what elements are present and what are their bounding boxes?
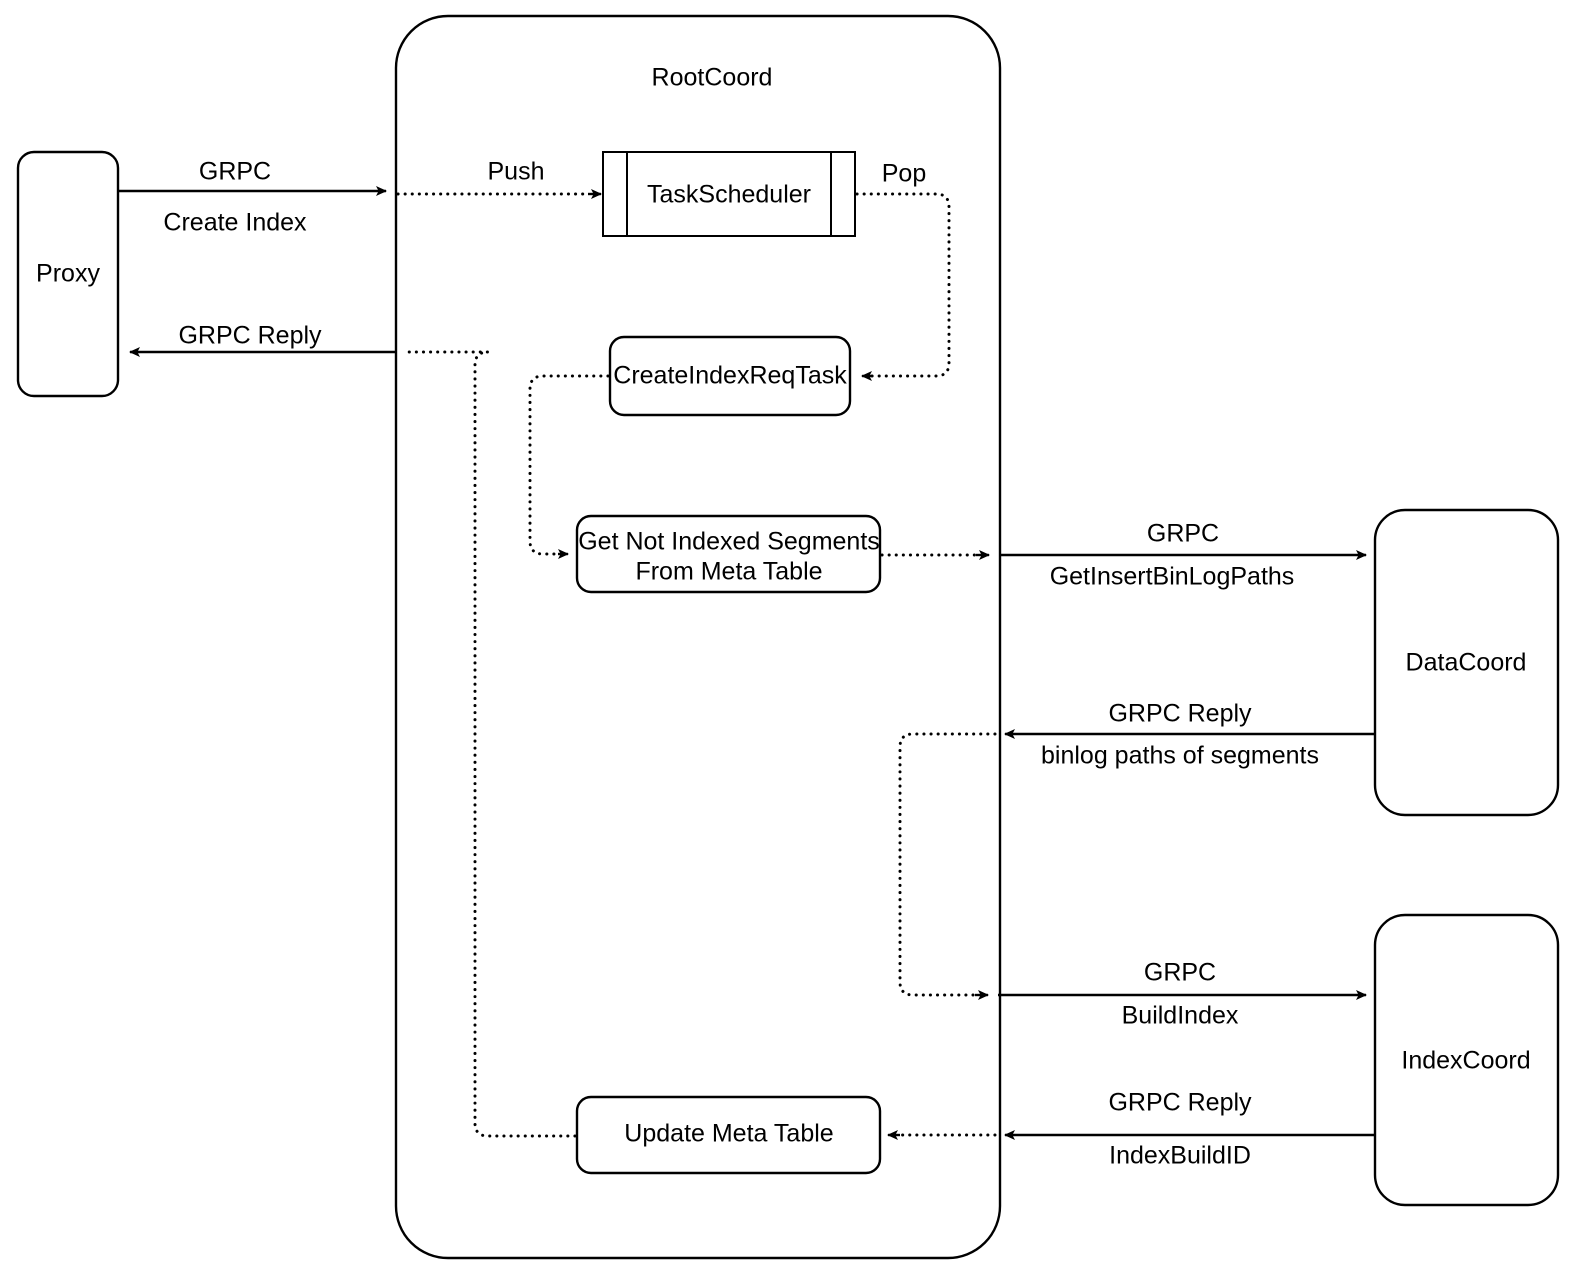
edge-label-grpc-create-index-bottom: Create Index xyxy=(163,209,307,237)
edge-label-grpc-getinsertbinlogpaths-bottom: GetInsertBinLogPaths xyxy=(1050,563,1295,591)
edge-binlog-loop-to-buildindex xyxy=(898,732,997,1000)
node-task-scheduler[interactable]: TaskScheduler xyxy=(602,151,856,237)
get-not-indexed-segments-label-line1: Get Not Indexed Segments xyxy=(578,528,880,556)
indexcoord-box[interactable] xyxy=(1373,913,1560,1207)
edge-proxy-to-rootcoord: GRPC Create Index xyxy=(118,158,387,237)
get-not-indexed-segments-box[interactable] xyxy=(575,514,882,594)
edge-pop-to-task: Pop xyxy=(855,160,951,381)
rootcoord-title: RootCoord xyxy=(652,64,773,92)
node-update-meta-table[interactable]: Update Meta Table xyxy=(575,1095,882,1175)
get-not-indexed-segments-label-line2: From Meta Table xyxy=(635,558,822,586)
rootcoord-boundary xyxy=(394,14,1002,1260)
edge-label-grpc-getinsertbinlogpaths-top: GRPC xyxy=(1147,520,1219,548)
edge-updatemeta-to-grpcreply-path xyxy=(404,350,577,1138)
edge-rootcoord-to-datacoord: GRPC GetInsertBinLogPaths xyxy=(1000,520,1367,591)
container-rootcoord: RootCoord xyxy=(394,14,1002,1260)
edge-label-grpc-reply-indexbuildid-top: GRPC Reply xyxy=(1108,1089,1252,1117)
indexcoord-label: IndexCoord xyxy=(1401,1047,1530,1075)
edge-rootcoord-to-proxy: GRPC Reply xyxy=(129,322,396,357)
edge-binlog-loop-path xyxy=(898,732,997,997)
edge-label-pop: Pop xyxy=(882,160,926,188)
proxy-box[interactable] xyxy=(16,150,120,398)
edge-label-grpc-reply-indexbuildid-bottom: IndexBuildID xyxy=(1109,1142,1251,1170)
node-indexcoord[interactable]: IndexCoord xyxy=(1373,913,1560,1207)
edge-updatemeta-to-grpcreply xyxy=(404,350,577,1138)
create-index-req-task-box[interactable] xyxy=(608,335,852,417)
update-meta-table-label: Update Meta Table xyxy=(624,1120,833,1148)
edge-label-push: Push xyxy=(488,158,545,186)
edge-label-grpc-reply-binlog-bottom: binlog paths of segments xyxy=(1041,742,1319,770)
node-create-index-req-task[interactable]: CreateIndexReqTask xyxy=(608,335,852,417)
edge-datacoord-to-rootcoord: GRPC Reply binlog paths of segments xyxy=(1004,700,1375,770)
edge-task-to-getsegments-path xyxy=(528,374,610,556)
edge-pop-dotted-path xyxy=(855,192,951,378)
edge-label-grpc-reply-proxy: GRPC Reply xyxy=(178,322,322,350)
edge-indexcoord-to-rootcoord: GRPC Reply IndexBuildID xyxy=(1004,1089,1375,1170)
edge-label-grpc-create-index-top: GRPC xyxy=(199,158,271,186)
edge-label-grpc-reply-binlog-top: GRPC Reply xyxy=(1108,700,1252,728)
datacoord-label: DataCoord xyxy=(1406,649,1527,677)
proxy-label: Proxy xyxy=(36,260,100,288)
create-index-req-task-label: CreateIndexReqTask xyxy=(613,362,847,390)
datacoord-box[interactable] xyxy=(1373,508,1560,817)
edge-label-grpc-buildindex-bottom: BuildIndex xyxy=(1122,1002,1239,1030)
task-scheduler-label: TaskScheduler xyxy=(647,181,811,209)
node-proxy[interactable]: Proxy xyxy=(16,150,120,398)
update-meta-table-box[interactable] xyxy=(575,1095,882,1175)
node-datacoord[interactable]: DataCoord xyxy=(1373,508,1560,817)
edge-label-grpc-buildindex-top: GRPC xyxy=(1144,959,1216,987)
node-get-not-indexed-segments[interactable]: Get Not Indexed Segments From Meta Table xyxy=(575,514,882,594)
edge-rootcoord-to-indexcoord: GRPC BuildIndex xyxy=(998,959,1367,1030)
edge-push-to-scheduler: Push xyxy=(396,158,602,199)
edge-task-to-getsegments xyxy=(528,374,610,559)
task-scheduler-box[interactable] xyxy=(602,151,856,237)
